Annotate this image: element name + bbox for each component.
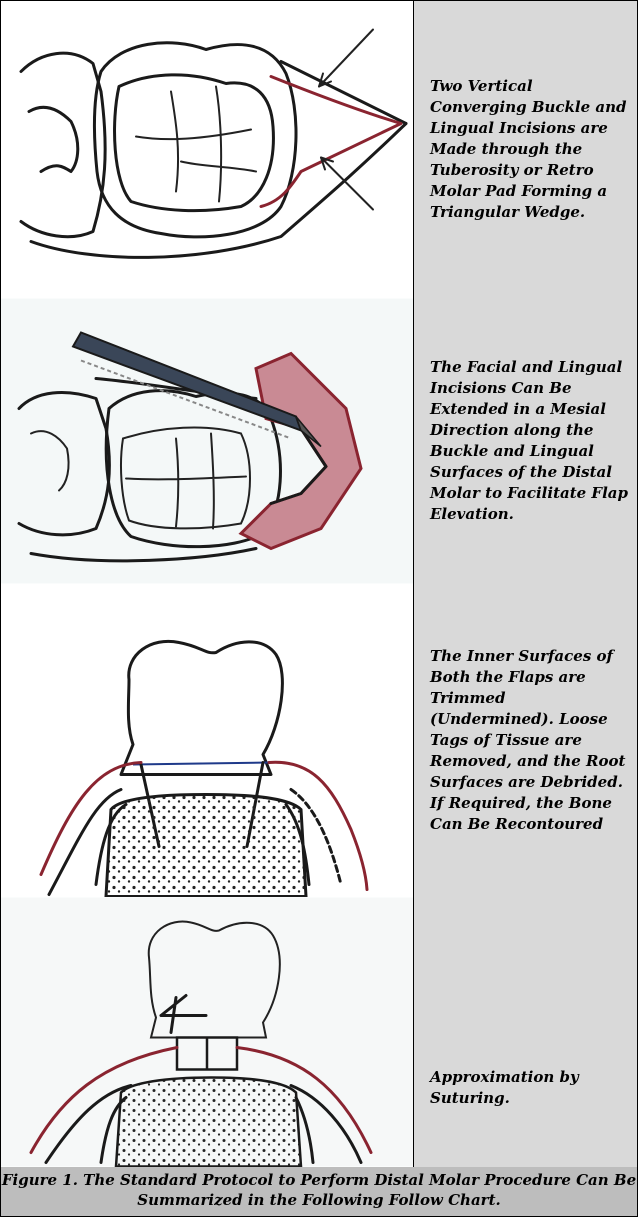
step-row-4: Approximation by Suturing. <box>1 897 637 1168</box>
step-description-1: Two Vertical Converging Buckle and Lingu… <box>430 76 631 223</box>
flap-trimming-drawing <box>1 584 413 897</box>
illustration-suturing <box>1 897 414 1167</box>
step-text-cell-2: The Facial and Lingual Incisions Can Be … <box>414 298 637 584</box>
step-row-3: The Inner Surfaces of Both the Flaps are… <box>1 584 637 898</box>
step-description-4: Approximation by Suturing. <box>430 1067 631 1109</box>
illustration-mesial-extension <box>1 298 414 584</box>
step-text-cell-1: Two Vertical Converging Buckle and Lingu… <box>414 1 637 298</box>
step-row-2: The Facial and Lingual Incisions Can Be … <box>1 298 637 585</box>
suturing-drawing <box>1 897 413 1167</box>
illustration-flap-trimming <box>1 584 414 897</box>
illustration-triangular-wedge-incision <box>1 1 414 298</box>
step-text-cell-3: The Inner Surfaces of Both the Flaps are… <box>414 584 637 897</box>
step-row-1: Two Vertical Converging Buckle and Lingu… <box>1 1 637 299</box>
step-text-cell-4: Approximation by Suturing. <box>414 897 637 1167</box>
step-description-3: The Inner Surfaces of Both the Flaps are… <box>430 646 631 835</box>
wedge-incision-drawing <box>1 1 413 298</box>
figure-caption: Figure 1. The Standard Protocol to Perfo… <box>1 1167 637 1216</box>
mesial-extension-drawing <box>1 298 413 584</box>
step-description-2: The Facial and Lingual Incisions Can Be … <box>430 357 631 525</box>
